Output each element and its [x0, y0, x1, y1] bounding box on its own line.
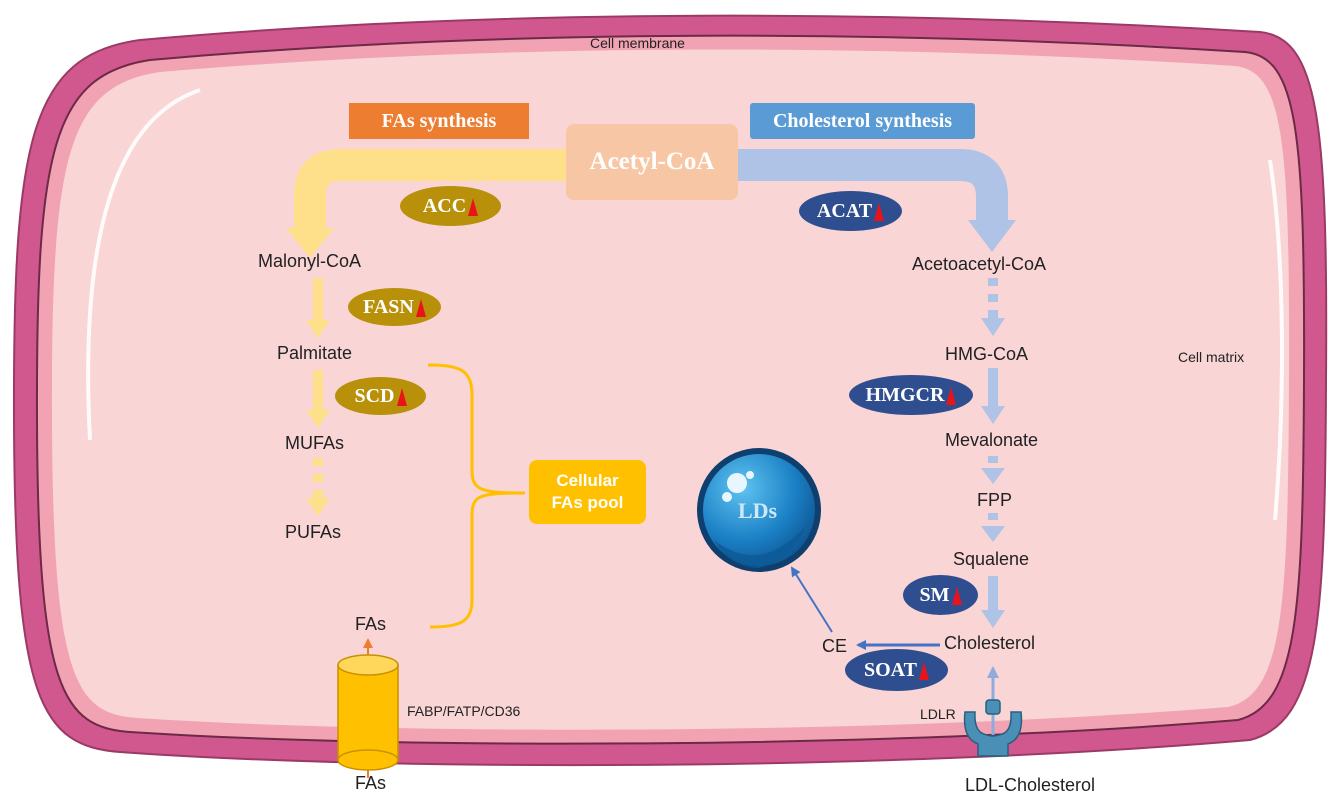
upregulated-arrow-icon	[874, 202, 885, 221]
pufas-label: PUFAs	[285, 522, 342, 542]
acetoacetyl-coa-label: Acetoacetyl-CoA	[912, 254, 1047, 274]
lds-label: LDs	[738, 498, 778, 523]
upregulated-arrow-icon	[918, 661, 929, 680]
cell-membrane-label: Cell membrane	[590, 35, 685, 51]
upregulated-arrow-icon	[946, 386, 957, 405]
cholesterol-label: Cholesterol	[944, 633, 1036, 653]
upregulated-arrow-icon	[468, 197, 479, 216]
enzyme-fasn-label: FASN	[363, 295, 414, 318]
cholesterol-synthesis-tag: Cholesterol synthesis	[750, 103, 975, 139]
cholesterol-synthesis-path	[738, 149, 1016, 735]
upregulated-arrow-icon	[396, 387, 407, 406]
ldl-cholesterol-label: LDL-Cholesterol	[965, 775, 1096, 795]
enzyme-sm-label: SM	[919, 583, 950, 606]
upregulated-arrow-icon	[415, 298, 426, 317]
fas-extracellular-label: FAs	[355, 773, 387, 793]
esterification-arrows	[790, 566, 940, 650]
mevalonate-label: Mevalonate	[945, 430, 1039, 450]
cell-matrix-label: Cell matrix	[1178, 349, 1245, 365]
enzyme-soat-label: SOAT	[864, 658, 917, 681]
fas-synthesis-tag: FAs synthesis	[349, 103, 529, 139]
ldlr-receptor	[963, 699, 1023, 757]
lipid-droplet	[697, 448, 821, 572]
enzyme-fasn: FASN	[348, 288, 441, 326]
acetyl-coa-label: Acetyl-CoA	[589, 148, 715, 175]
ldlr-label: LDLR	[920, 706, 956, 722]
palmitate-label: Palmitate	[277, 343, 353, 363]
hmg-coa-label: HMG-CoA	[945, 344, 1029, 364]
enzyme-acat-label: ACAT	[816, 199, 873, 222]
transporter-label: FABP/FATP/CD36	[407, 703, 521, 719]
cellular-fa-pool-box: Cellular FAs pool	[529, 460, 646, 524]
upregulated-arrow-icon	[951, 586, 962, 605]
enzyme-acc-label: ACC	[422, 194, 467, 217]
acetyl-coa-box: Acetyl-CoA	[566, 124, 738, 200]
enzyme-scd: SCD	[335, 377, 426, 415]
enzyme-acat: ACAT	[799, 191, 902, 231]
enzyme-soat: SOAT	[845, 649, 948, 691]
enzyme-acc: ACC	[400, 186, 501, 226]
cellular-fa-pool-label: Cellular FAs pool	[551, 471, 624, 512]
fpp-label: FPP	[977, 490, 1013, 510]
squalene-label: Squalene	[953, 549, 1030, 569]
enzyme-scd-label: SCD	[354, 384, 395, 407]
enzyme-hmgcr: HMGCR	[849, 375, 973, 415]
fa-transporter	[337, 638, 399, 778]
malonyl-coa-label: Malonyl-CoA	[258, 251, 362, 271]
fa-pool-brackets	[427, 363, 526, 629]
fa-synthesis-path	[286, 149, 575, 516]
fas-intracellular-label: FAs	[355, 614, 387, 634]
enzyme-hmgcr-label: HMGCR	[865, 383, 945, 406]
mufas-label: MUFAs	[285, 433, 345, 453]
enzyme-sm: SM	[903, 575, 978, 615]
ce-label: CE	[822, 636, 848, 656]
